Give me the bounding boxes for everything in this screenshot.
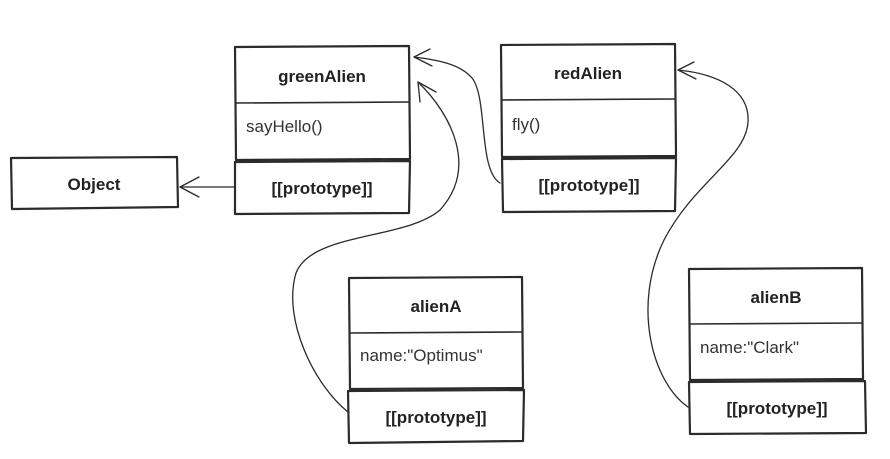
node-redalien-member: fly() [512, 115, 540, 134]
node-redalien-prototype-label: [[prototype]] [538, 176, 639, 195]
node-aliena-title: alienA [410, 297, 461, 316]
node-alienb-title: alienB [750, 288, 801, 307]
node-aliena: alienA name:"Optimus" [[prototype]] [346, 275, 526, 445]
node-greenalien-prototype-label: [[prototype]] [271, 179, 372, 198]
edge-redalien-to-greenalien-arrowhead [413, 48, 433, 67]
node-redalien-prototype-box [500, 156, 678, 214]
node-object: Object [9, 155, 180, 211]
node-greenalien-prototype-box [233, 159, 412, 216]
edge-greenalien-to-object [179, 176, 236, 198]
edge-alienb-to-redalien-line [647, 69, 749, 408]
node-redalien-divider [500, 98, 676, 101]
node-redalien: redAlien fly() [[prototype]] [499, 42, 678, 214]
node-greenalien-member: sayHello() [246, 117, 323, 136]
node-alienb: alienB name:"Clark" [[prototype]] [687, 266, 868, 436]
edge-aliena-to-greenalien [292, 81, 460, 413]
node-aliena-prototype-box [346, 388, 526, 445]
node-redalien-box [499, 42, 678, 159]
node-alienb-prototype-label: [[prototype]] [726, 399, 827, 418]
node-greenalien-divider [234, 101, 410, 104]
edge-redalien-to-greenalien-line [413, 56, 501, 184]
node-aliena-divider [348, 331, 523, 334]
node-object-title: Object [68, 175, 121, 194]
node-redalien-title: redAlien [554, 64, 622, 83]
edge-greenalien-to-object-arrowhead [179, 176, 200, 198]
diagram-edges [179, 48, 749, 413]
node-object-box [9, 155, 180, 211]
node-alienb-prototype-box [687, 379, 868, 436]
node-aliena-member: name:"Optimus" [360, 346, 483, 365]
edge-alienb-to-redalien-arrowhead [677, 61, 697, 80]
edge-alienb-to-redalien [647, 61, 749, 408]
node-greenalien: greenAlien sayHello() [[prototype]] [233, 44, 412, 216]
node-greenalien-title: greenAlien [278, 67, 366, 86]
node-alienb-divider [688, 322, 863, 325]
edge-aliena-to-greenalien-line [292, 81, 460, 413]
edge-redalien-to-greenalien [413, 48, 501, 184]
node-aliena-prototype-label: [[prototype]] [385, 408, 486, 427]
node-alienb-member: name:"Clark" [700, 338, 799, 357]
edge-aliena-to-greenalien-arrowhead [417, 81, 437, 103]
